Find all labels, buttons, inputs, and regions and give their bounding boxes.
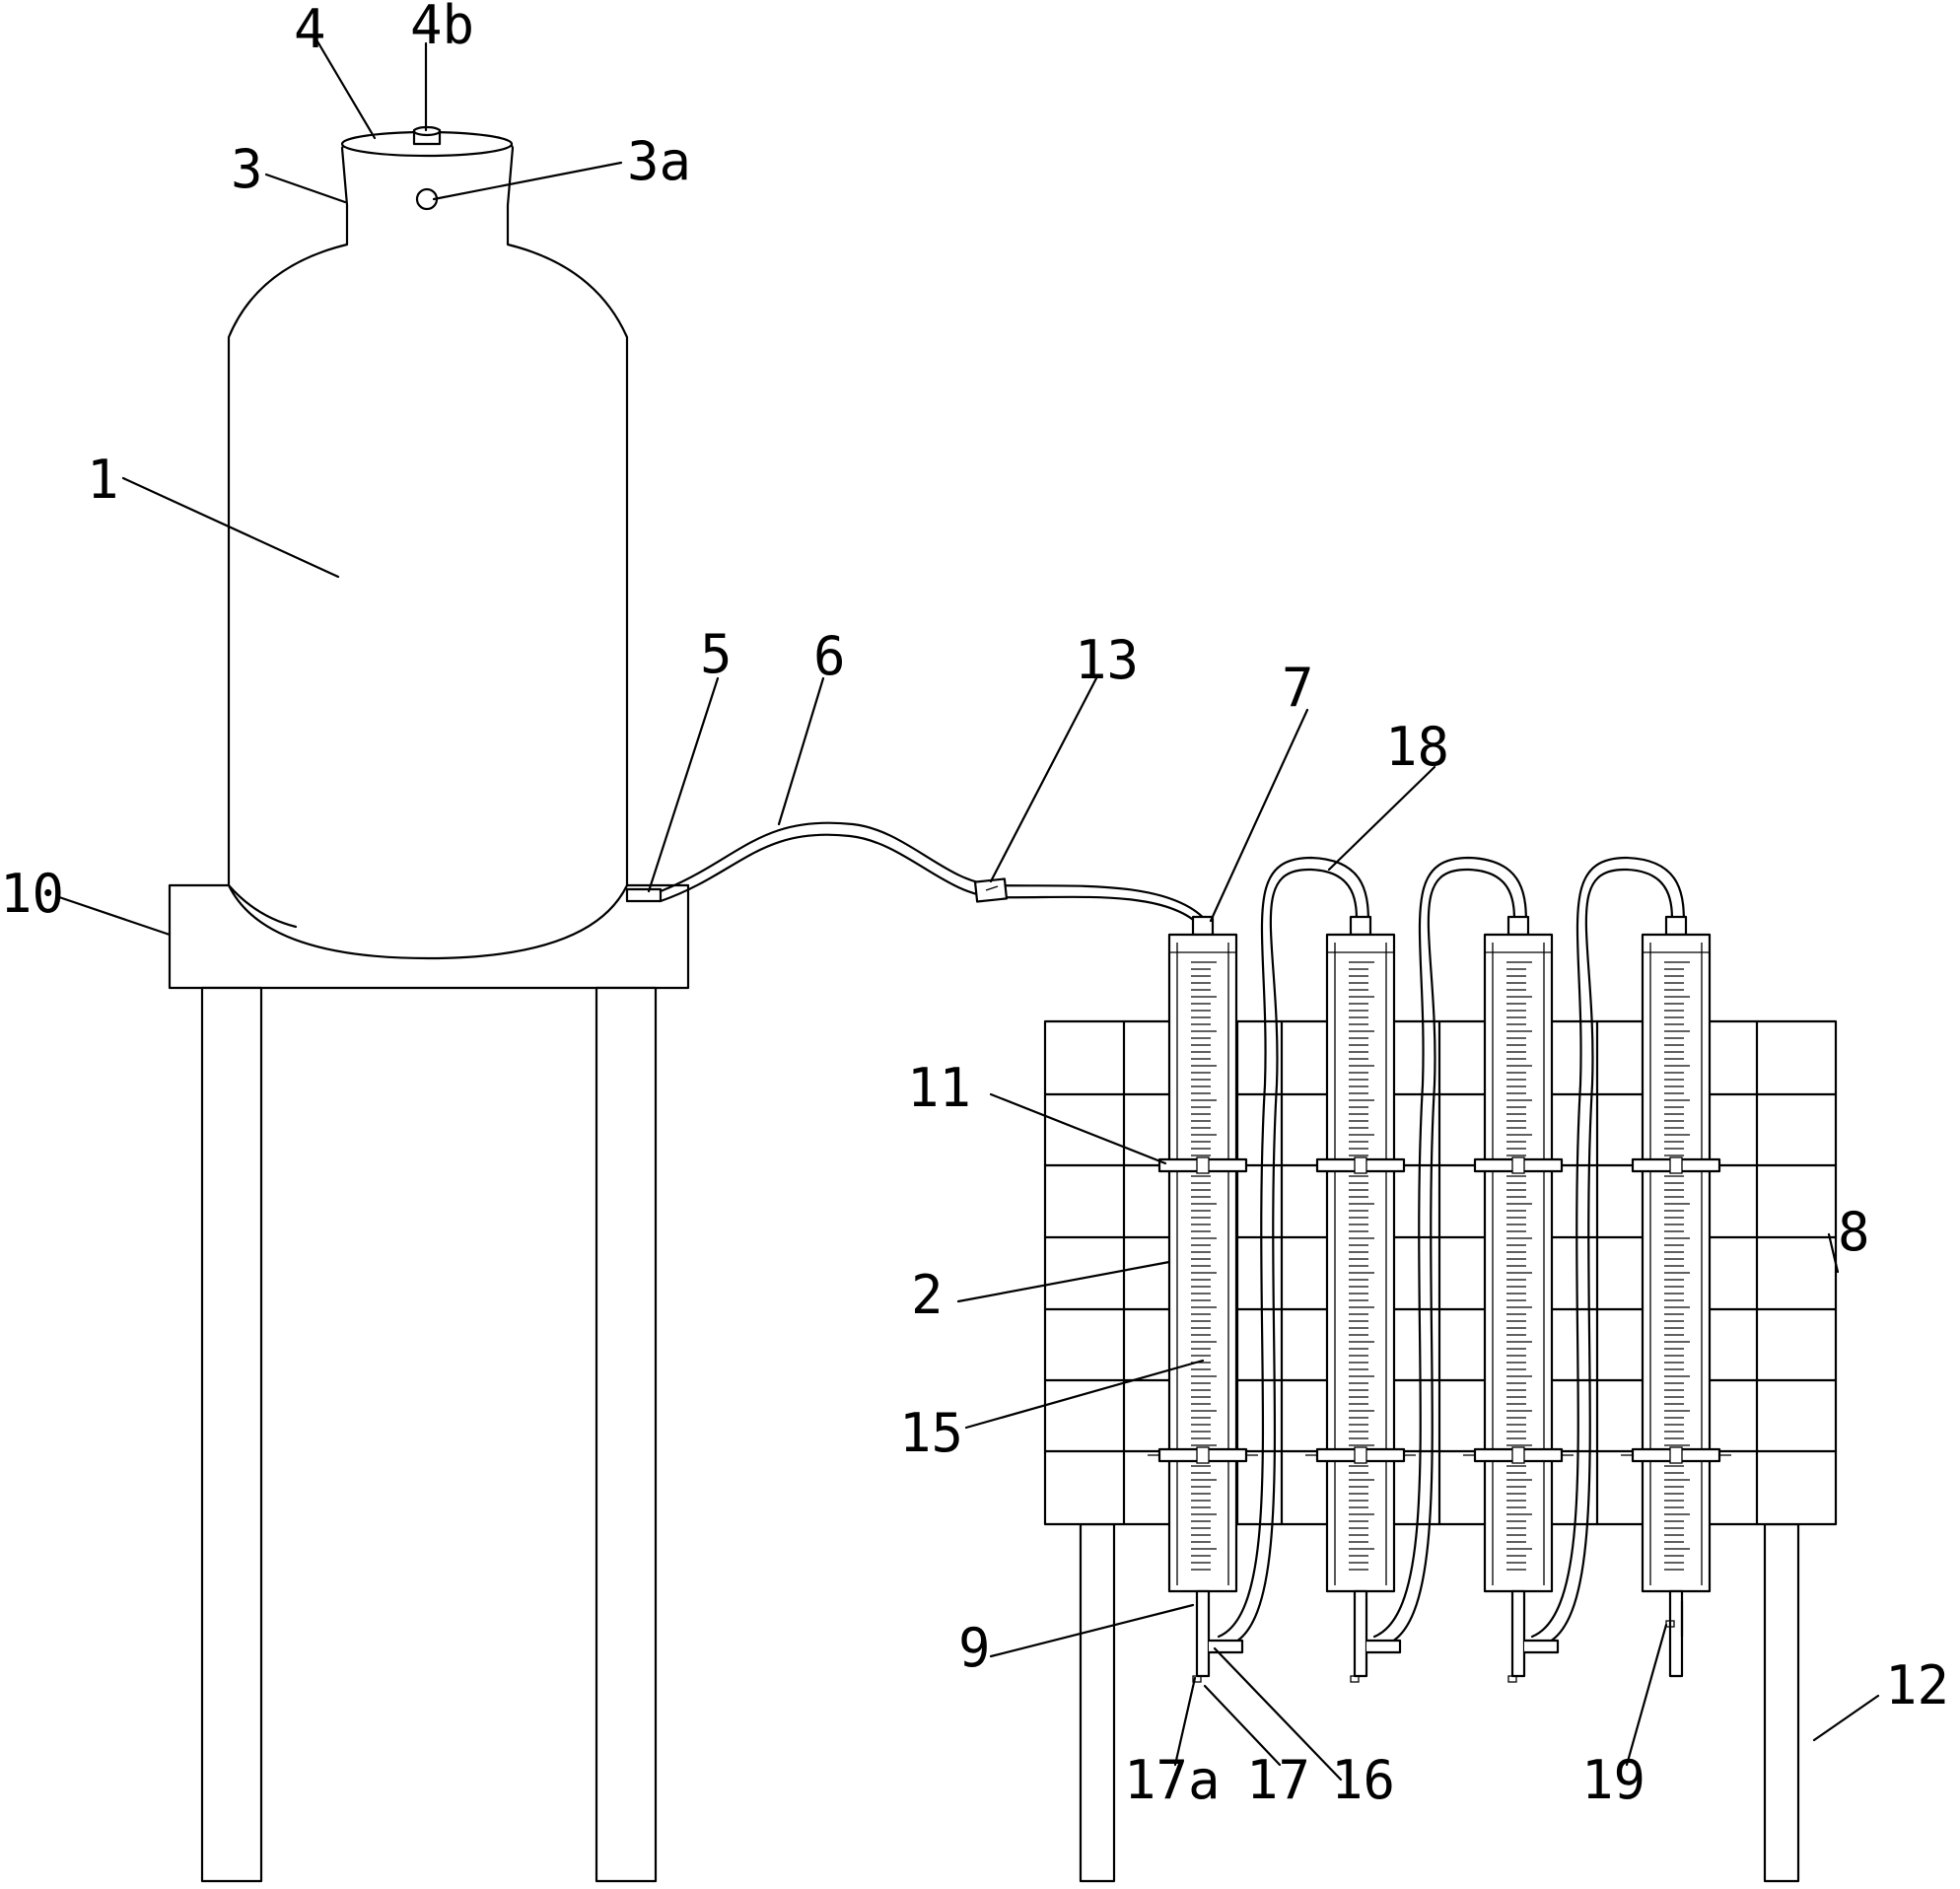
drain-valve [1192,1675,1202,1683]
label-8: 8 [1838,1201,1870,1263]
measuring-tubes [1148,915,1731,1683]
tube-top-cap [1664,915,1688,937]
connecting-hoses [1217,856,1686,1646]
label-11: 11 [907,1057,971,1119]
label-9: 9 [958,1617,991,1679]
label-3: 3 [231,138,263,200]
branch-pipe [1207,1639,1244,1654]
clamp-nut [1196,1446,1210,1464]
frame-legs [1079,1522,1800,1883]
tube-outlet [1353,1589,1368,1678]
tank-outlet [625,887,663,903]
measuring-tube [1621,915,1731,1678]
label-4b: 4b [410,0,474,56]
label-5: 5 [700,623,733,685]
tube-body [1641,933,1712,1593]
tube-body [1483,933,1554,1593]
label-18: 18 [1385,716,1449,778]
clamp-nut [1196,1156,1210,1174]
reference-labels: 1 2 3 3a 4 4b 5 6 7 8 9 10 11 12 13 15 1… [0,0,1949,1811]
label-6: 6 [813,625,846,687]
label-10: 10 [0,863,64,925]
drain-valve [1507,1675,1517,1683]
tube-outlet [1668,1589,1684,1678]
tube-outlet [1510,1589,1526,1678]
main-pipe [659,821,1211,929]
tube-top-cap [1191,915,1215,937]
label-2: 2 [911,1264,944,1326]
pipe-valve [973,877,1009,903]
leader-lines [57,39,1880,1782]
tube-top-cap [1349,915,1372,937]
measuring-tube [1305,915,1416,1683]
label-13: 13 [1075,629,1139,691]
tube-body [1325,933,1396,1593]
clamp-nut [1354,1156,1367,1174]
branch-pipe [1365,1639,1402,1654]
clamp-nut [1511,1156,1525,1174]
label-17: 17 [1246,1749,1310,1811]
tank-stand [168,883,690,1883]
clamp-nut [1669,1156,1683,1174]
measuring-tube [1148,915,1258,1683]
label-17a: 17a [1124,1749,1221,1811]
label-19: 19 [1581,1749,1645,1811]
tube-top-cap [1506,915,1530,937]
label-7: 7 [1282,657,1314,719]
label-4: 4 [294,0,326,60]
label-15: 15 [899,1402,963,1464]
label-12: 12 [1885,1654,1949,1716]
branch-pipe [1522,1639,1560,1654]
clamp-nut [1354,1446,1367,1464]
label-3a: 3a [627,130,691,192]
drain-valve [1350,1675,1360,1683]
measuring-tube [1463,915,1574,1683]
label-1: 1 [87,449,119,511]
tube-outlet [1195,1589,1211,1678]
tube-body [1167,933,1238,1593]
label-16: 16 [1331,1749,1395,1811]
clamp-nut [1669,1446,1683,1464]
clamp-nut [1511,1446,1525,1464]
water-tank [227,125,663,960]
